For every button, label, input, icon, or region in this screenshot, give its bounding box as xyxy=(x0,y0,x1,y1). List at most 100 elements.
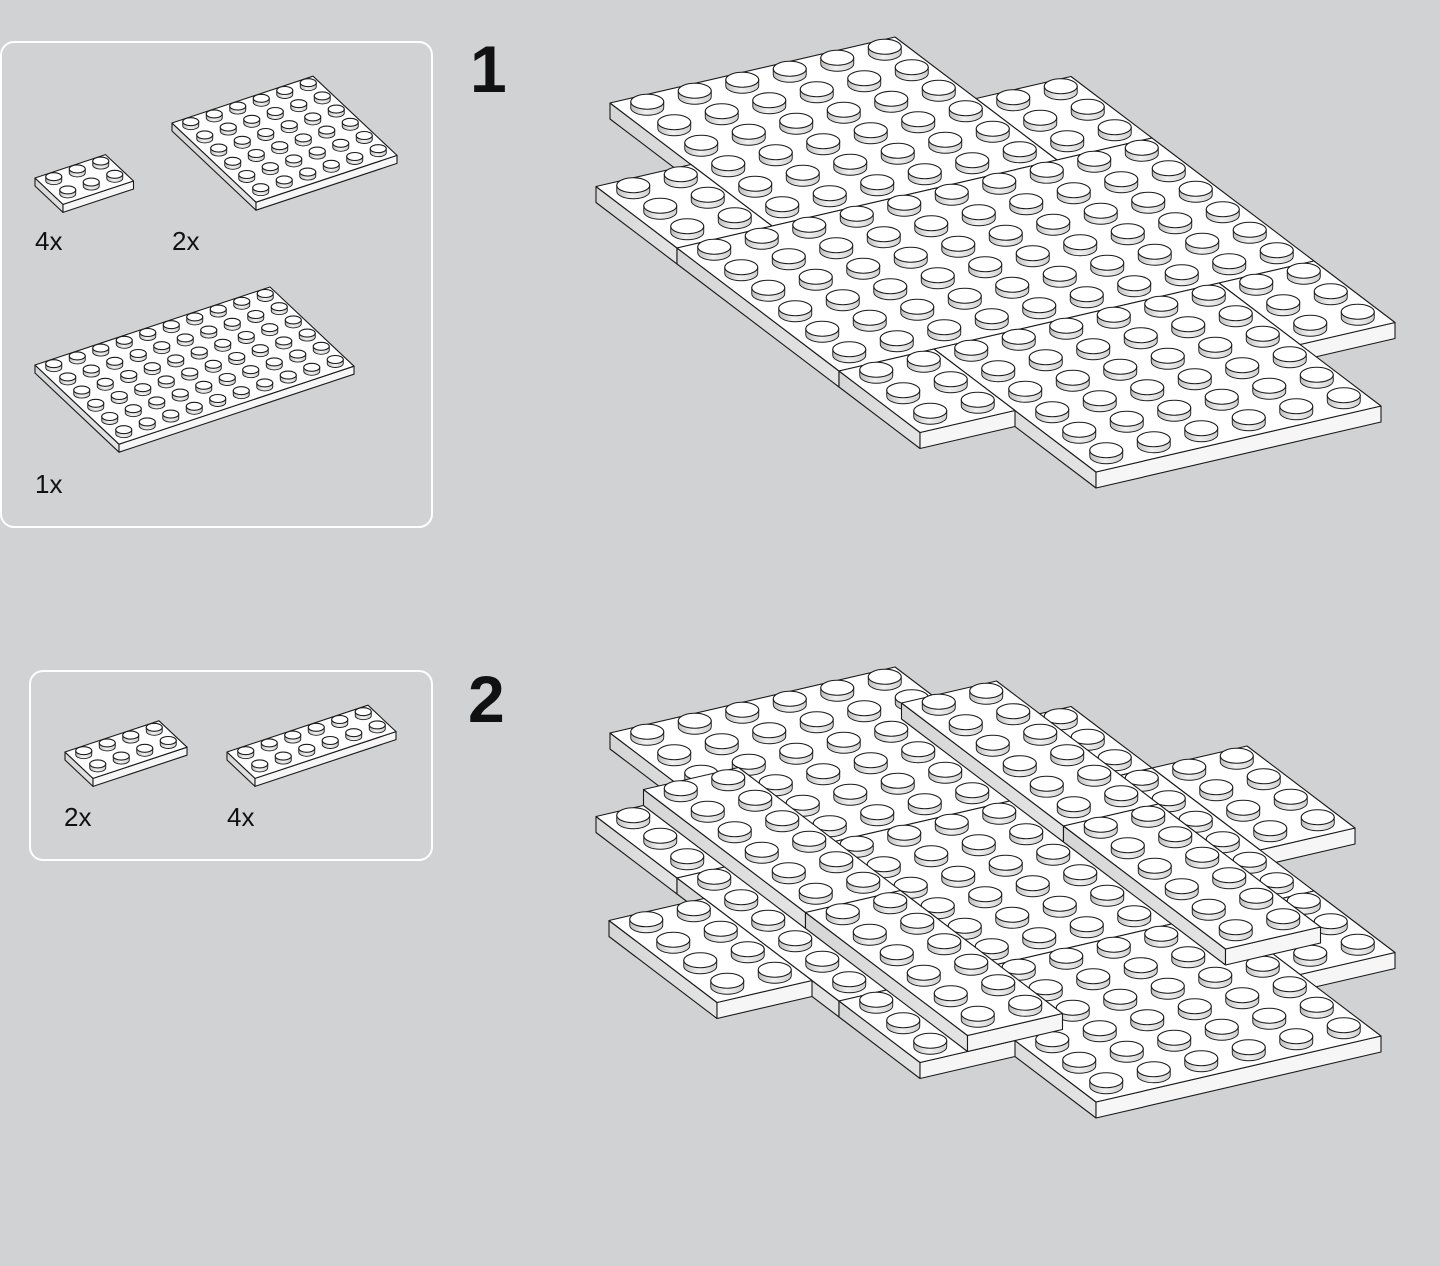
stud xyxy=(907,793,942,816)
stud xyxy=(318,125,336,139)
stud xyxy=(988,224,1023,247)
stud-top xyxy=(1199,779,1234,796)
stud xyxy=(947,287,982,310)
stud xyxy=(913,402,948,425)
stud xyxy=(89,759,107,773)
stud-top xyxy=(1008,994,1043,1011)
stud xyxy=(765,810,800,833)
stud-top xyxy=(974,308,1009,325)
stud-top xyxy=(1083,202,1118,219)
stud xyxy=(846,257,881,280)
stud xyxy=(265,357,283,371)
stud xyxy=(955,152,990,175)
stud-top xyxy=(1029,775,1064,792)
stud-top xyxy=(879,330,914,347)
stud-top xyxy=(920,897,955,914)
stud xyxy=(677,712,712,735)
stud-top xyxy=(1286,892,1321,909)
stud-top xyxy=(758,774,793,791)
stud-top xyxy=(982,172,1017,189)
stud xyxy=(1136,431,1171,454)
stud-top xyxy=(914,845,949,862)
stud xyxy=(1008,380,1043,403)
stud-top xyxy=(751,909,786,926)
stud-top xyxy=(867,38,902,55)
stud-top xyxy=(1062,421,1097,438)
stud-top xyxy=(252,93,270,103)
stud-top xyxy=(1001,328,1036,345)
stud xyxy=(284,315,302,329)
stud xyxy=(1070,98,1105,121)
stud xyxy=(124,404,142,418)
stud xyxy=(289,349,307,363)
stud xyxy=(279,370,297,384)
stud xyxy=(45,172,63,186)
stud xyxy=(1103,988,1138,1011)
stud xyxy=(717,821,752,844)
stud-top xyxy=(738,175,773,192)
stud xyxy=(1293,944,1328,967)
stud-top xyxy=(68,351,86,361)
stud-top xyxy=(153,341,171,351)
stud-top xyxy=(928,761,963,778)
stud xyxy=(1022,927,1057,950)
stud-top xyxy=(321,735,339,746)
stud-top xyxy=(778,930,813,947)
stud-top xyxy=(326,354,344,365)
stud xyxy=(145,722,163,736)
stud-top xyxy=(1185,846,1220,863)
stud xyxy=(887,194,922,217)
step-1-plate xyxy=(933,282,1382,489)
stud xyxy=(256,378,274,392)
stud xyxy=(75,746,93,760)
stud xyxy=(331,714,349,728)
stud xyxy=(1219,747,1254,770)
stud xyxy=(1029,161,1064,184)
stud-top xyxy=(1117,905,1152,922)
stud xyxy=(839,205,874,228)
stud xyxy=(663,780,698,803)
stud xyxy=(224,156,242,170)
stud-top xyxy=(355,130,373,141)
stud xyxy=(820,49,855,72)
stud-top xyxy=(289,349,307,359)
stud-top xyxy=(1063,864,1098,881)
stud-top xyxy=(825,289,860,306)
stud xyxy=(1172,758,1207,781)
stud xyxy=(744,227,779,250)
stud-top xyxy=(826,101,861,118)
stud-top xyxy=(368,720,386,730)
stud-top xyxy=(730,941,765,958)
stud xyxy=(1089,442,1124,465)
stud xyxy=(1050,130,1085,153)
stud-top xyxy=(778,300,813,317)
stud xyxy=(1299,366,1334,389)
stud-top xyxy=(195,380,213,390)
stud xyxy=(129,348,147,362)
stud xyxy=(1259,242,1294,265)
stud xyxy=(1056,182,1091,205)
stud xyxy=(752,722,787,745)
stud xyxy=(792,830,827,853)
stud-top xyxy=(1110,837,1145,854)
stud xyxy=(1231,409,1266,432)
stud-top xyxy=(1136,1061,1171,1078)
stud xyxy=(1272,976,1307,999)
stud-top xyxy=(284,315,302,325)
stud-top xyxy=(832,971,867,988)
stud-top xyxy=(907,793,942,810)
stud xyxy=(261,323,279,337)
stud-top xyxy=(785,164,820,181)
stud-top xyxy=(209,393,227,404)
stud xyxy=(1205,831,1240,854)
stud-top xyxy=(1110,223,1145,240)
stud xyxy=(677,82,712,105)
stud-top xyxy=(975,120,1010,137)
stud-top xyxy=(1008,380,1043,397)
stud-top xyxy=(947,287,982,304)
stud xyxy=(948,714,983,737)
stud xyxy=(1184,420,1219,443)
stud xyxy=(860,174,895,197)
stud-top xyxy=(683,952,718,969)
stud-top xyxy=(185,401,203,411)
